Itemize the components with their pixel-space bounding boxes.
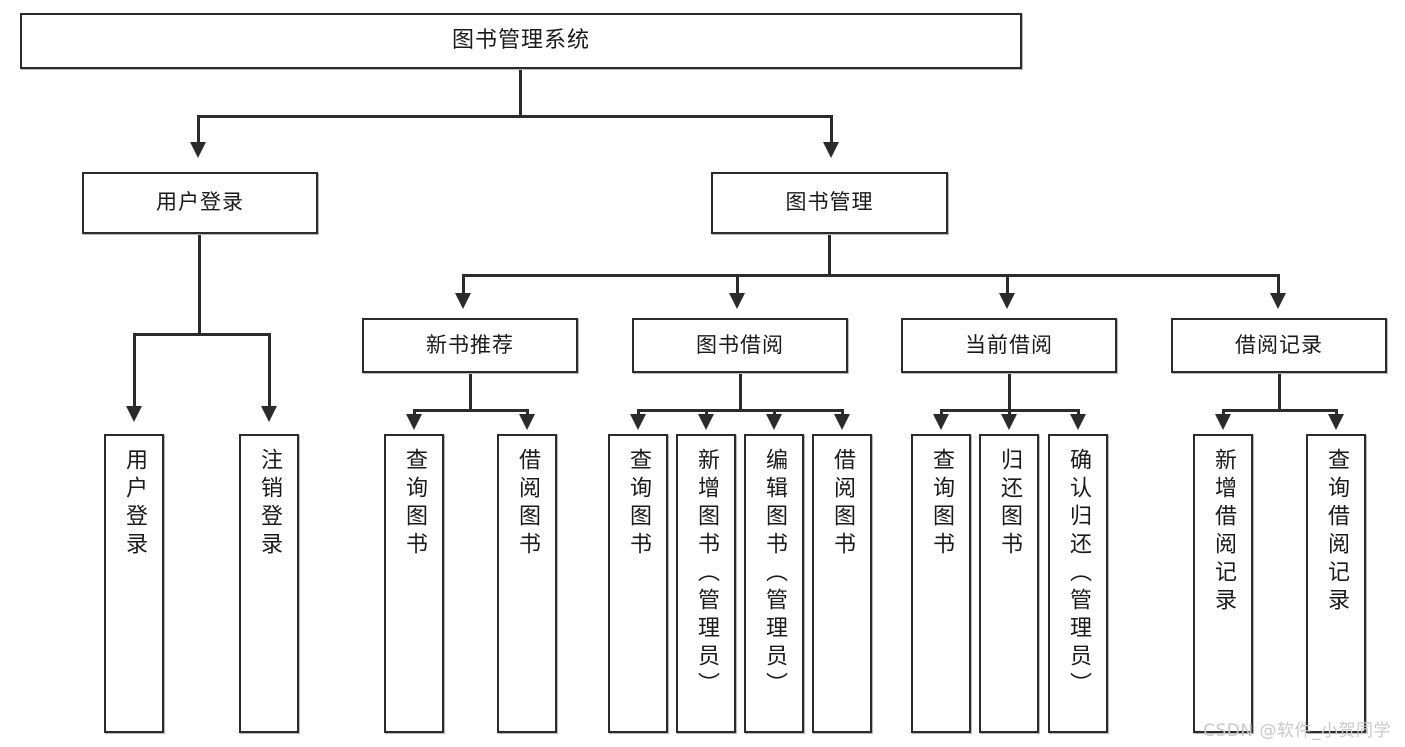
leaf-bb-edit-book-admin[interactable]: 编辑图书（管理员） [744, 434, 804, 733]
connector-user-login-stem [198, 234, 201, 335]
arrow-to-leaf-user-login [126, 406, 142, 422]
leaf-br-query-record[interactable]: 查询借阅记录 [1306, 434, 1366, 733]
leaf-bb-borrow-book[interactable]: 借阅图书 [812, 434, 872, 733]
node-borrow-record[interactable]: 借阅记录 [1171, 318, 1387, 373]
arrow-to-leaf-bb-3 [766, 414, 782, 430]
connector-nbr-bar [413, 409, 529, 412]
connector-book-management-bar [462, 274, 1280, 277]
connector-root-to-user-login [197, 115, 200, 145]
leaf-cb-confirm-return-admin[interactable]: 确认归还（管理员） [1048, 434, 1108, 733]
node-label: 确认归还（管理员） [1066, 448, 1091, 700]
leaf-bb-add-book-admin[interactable]: 新增图书（管理员） [676, 434, 736, 733]
connector-bm-branch-1 [462, 274, 465, 296]
arrow-to-leaf-nbr-2 [519, 414, 535, 430]
leaf-nbr-query-book[interactable]: 查询图书 [384, 434, 444, 733]
arrow-to-book-borrow [729, 293, 745, 309]
arrow-to-leaf-bb-1 [630, 414, 646, 430]
arrow-to-current-borrow [999, 293, 1015, 309]
connector-root-bar [197, 115, 833, 118]
node-book-borrow[interactable]: 图书借阅 [632, 318, 848, 373]
node-root-book-management-system[interactable]: 图书管理系统 [20, 13, 1022, 69]
node-new-book-recommend[interactable]: 新书推荐 [362, 318, 578, 373]
node-label: 新增借阅记录 [1211, 448, 1236, 616]
node-label: 归还图书 [997, 448, 1022, 560]
node-label: 新书推荐 [426, 332, 514, 357]
connector-cb-stem [1008, 373, 1011, 411]
node-label: 编辑图书（管理员） [762, 448, 787, 700]
leaf-logout[interactable]: 注销登录 [239, 434, 299, 733]
connector-bm-branch-3 [1006, 274, 1009, 296]
node-label: 当前借阅 [965, 332, 1053, 357]
arrow-to-leaf-bb-4 [834, 414, 850, 430]
arrow-to-new-book-recommend [455, 293, 471, 309]
node-label: 查询图书 [626, 448, 651, 560]
node-label: 查询图书 [929, 448, 954, 560]
arrow-to-leaf-bb-2 [698, 414, 714, 430]
leaf-cb-return-book[interactable]: 归还图书 [979, 434, 1039, 733]
connector-br-bar [1222, 409, 1338, 412]
node-label: 查询图书 [402, 448, 427, 560]
leaf-cb-query-book[interactable]: 查询图书 [911, 434, 971, 733]
node-label: 图书管理 [785, 190, 874, 215]
connector-bm-branch-2 [736, 274, 739, 296]
node-label: 借阅图书 [515, 448, 540, 560]
node-label: 查询借阅记录 [1324, 448, 1349, 616]
connector-br-stem [1278, 373, 1281, 411]
connector-user-login-bar [133, 333, 271, 336]
arrow-to-user-login [190, 142, 206, 158]
arrow-to-leaf-cb-2 [1001, 414, 1017, 430]
connector-user-login-branch-1 [133, 333, 136, 409]
leaf-bb-query-book[interactable]: 查询图书 [608, 434, 668, 733]
arrow-to-borrow-record [1270, 293, 1286, 309]
arrow-to-leaf-br-1 [1215, 414, 1231, 430]
node-label: 图书借阅 [696, 332, 784, 357]
arrow-to-leaf-cb-1 [933, 414, 949, 430]
connector-user-login-branch-2 [268, 333, 271, 409]
connector-book-management-stem [828, 234, 831, 276]
connector-root-stem [519, 69, 522, 117]
connector-root-to-book-management [830, 115, 833, 145]
node-label: 新增图书（管理员） [694, 448, 719, 700]
arrow-to-leaf-logout [261, 406, 277, 422]
arrow-to-leaf-nbr-1 [406, 414, 422, 430]
connector-nbr-stem [469, 373, 472, 411]
node-label: 注销登录 [257, 448, 282, 560]
arrow-to-book-management [823, 142, 839, 158]
node-book-management[interactable]: 图书管理 [711, 172, 948, 234]
node-user-login[interactable]: 用户登录 [82, 172, 318, 234]
connector-bb-bar [637, 409, 844, 412]
leaf-br-add-record[interactable]: 新增借阅记录 [1193, 434, 1253, 733]
node-current-borrow[interactable]: 当前借阅 [901, 318, 1117, 373]
connector-bb-stem [739, 373, 742, 411]
node-label: 用户登录 [156, 190, 244, 215]
node-label: 图书管理系统 [451, 27, 590, 53]
leaf-nbr-borrow-book[interactable]: 借阅图书 [497, 434, 557, 733]
arrow-to-leaf-br-2 [1328, 414, 1344, 430]
leaf-user-login[interactable]: 用户登录 [104, 434, 164, 733]
connector-bm-branch-4 [1277, 274, 1280, 296]
arrow-to-leaf-cb-3 [1070, 414, 1086, 430]
node-label: 借阅记录 [1235, 332, 1323, 357]
node-label: 用户登录 [122, 448, 147, 560]
node-label: 借阅图书 [830, 448, 855, 560]
